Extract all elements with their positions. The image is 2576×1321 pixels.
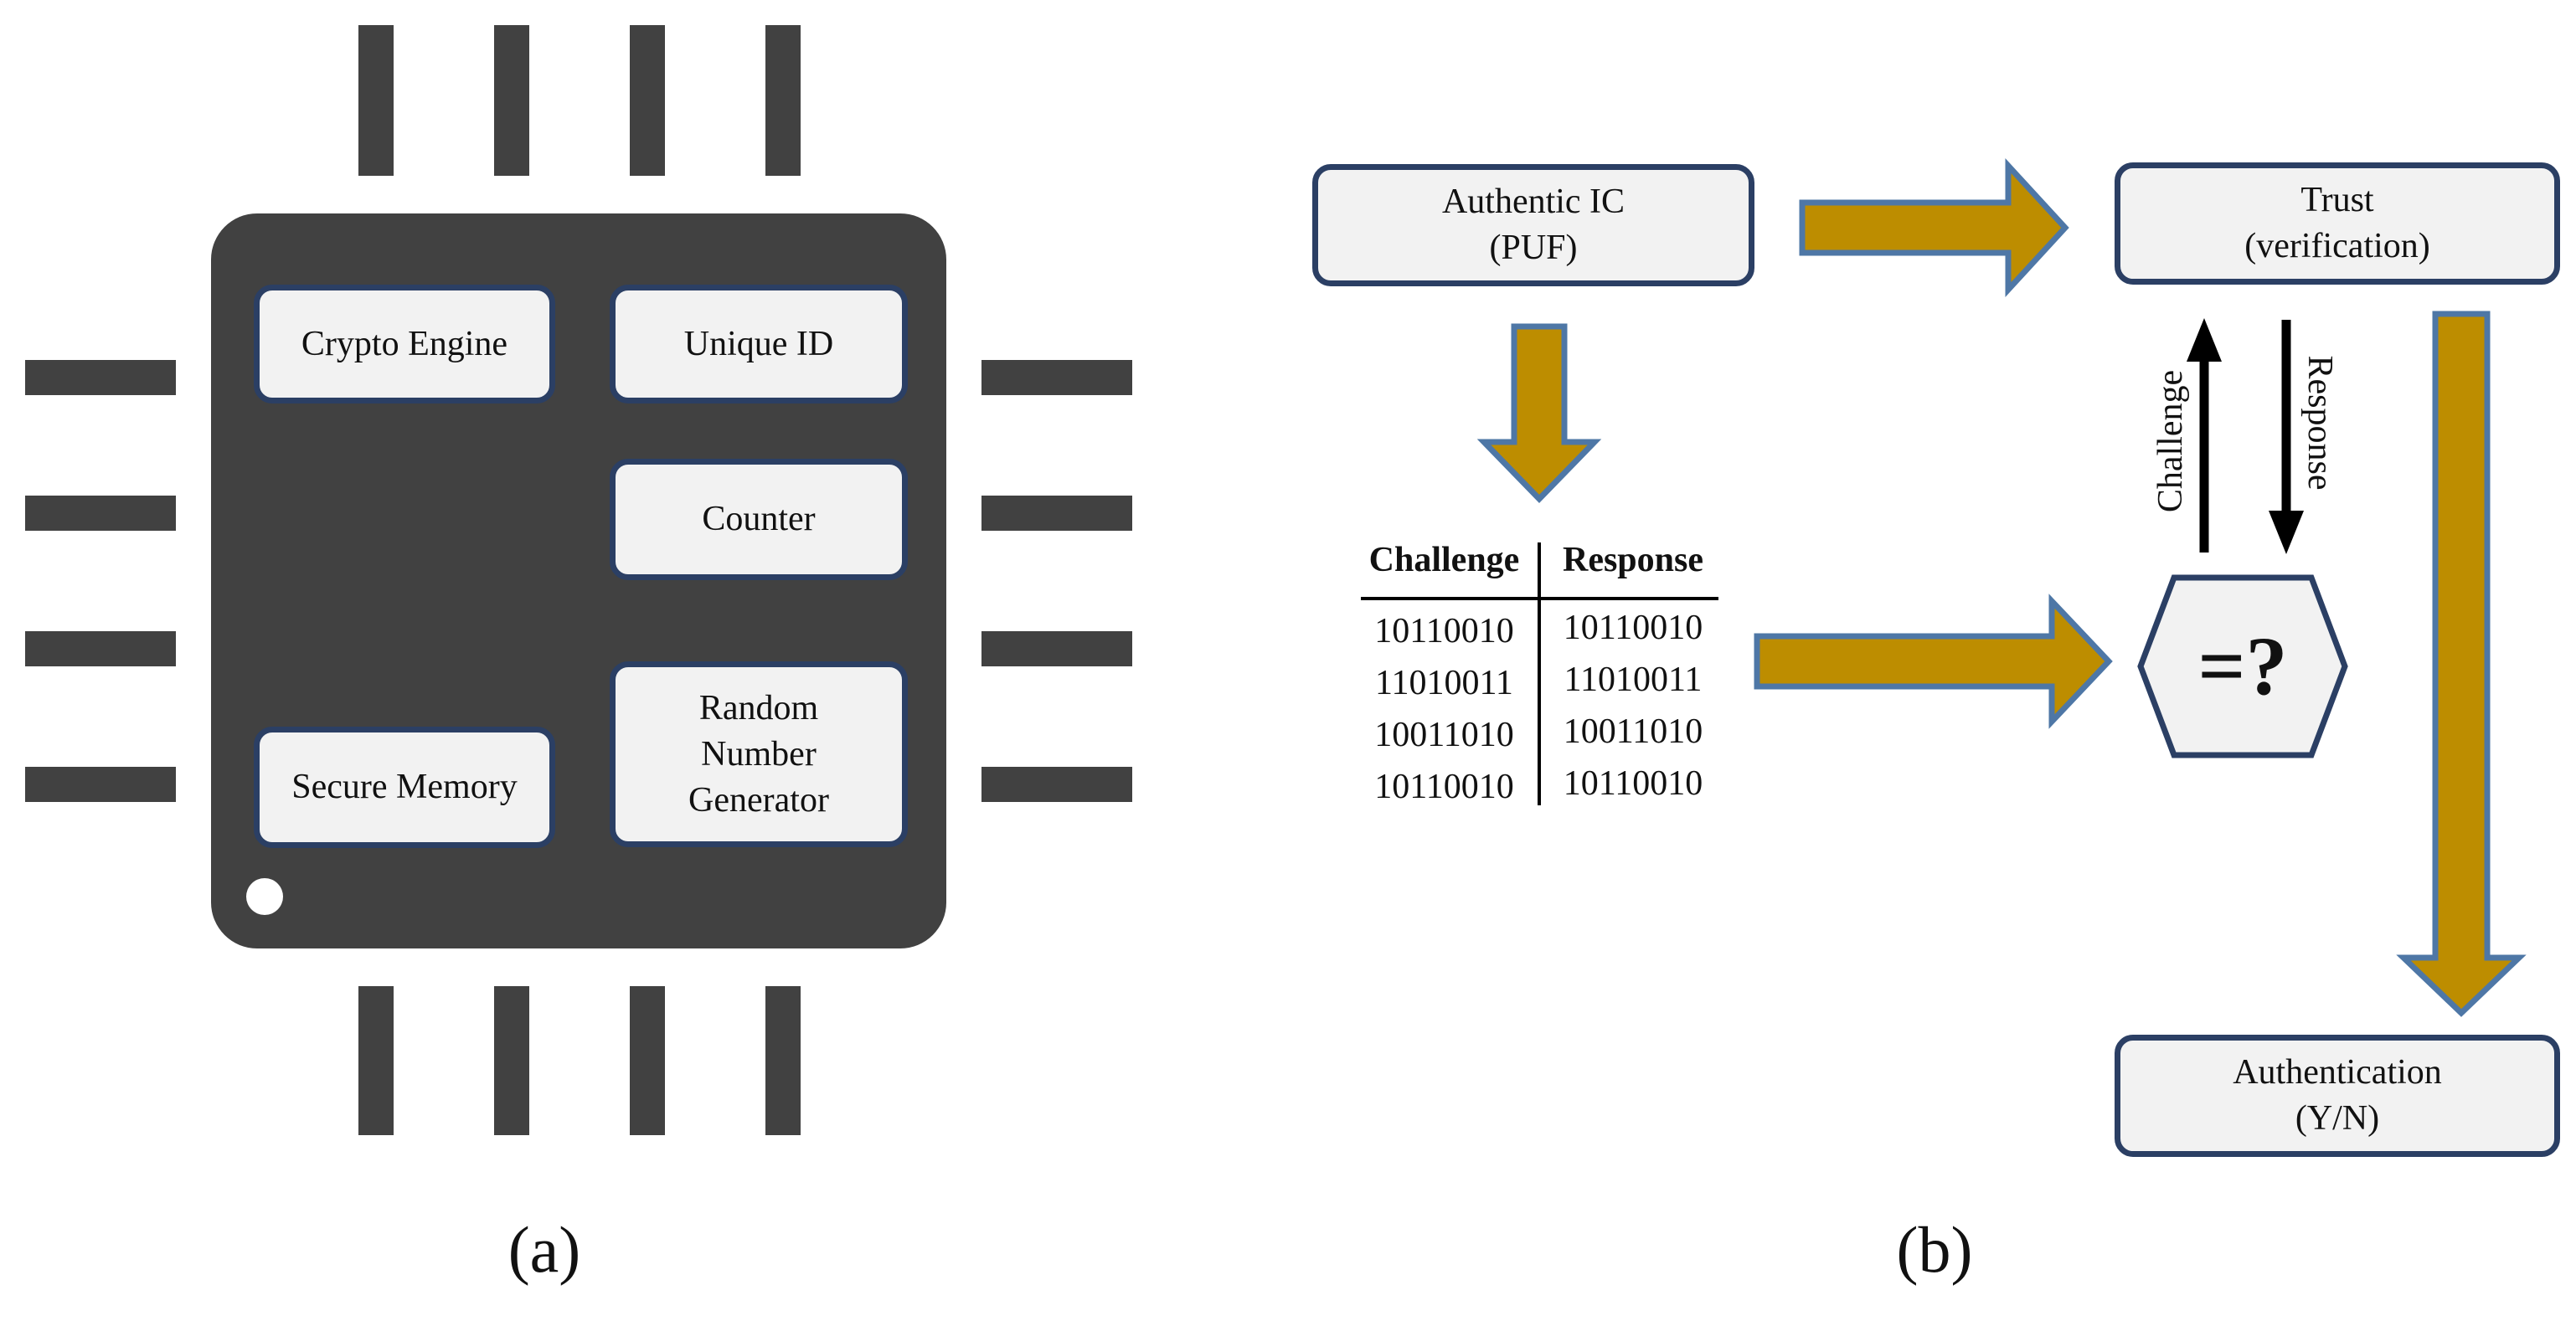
trust-box: Trust (verification) (2115, 162, 2560, 285)
compare-symbol: =? (2197, 619, 2288, 712)
chip-pins-top (358, 25, 801, 176)
crp-table-challenge-cell: 11010011 (1375, 664, 1513, 702)
chip-pins-bottom (358, 986, 801, 1135)
crp-table-header-response: Response (1562, 541, 1704, 579)
crp-table-challenge-cell: 10110010 (1374, 612, 1514, 650)
chip-pins-left (25, 360, 176, 802)
response-arrow-label: Response (2300, 355, 2339, 491)
crp-table-challenge-cell: 10110010 (1374, 768, 1514, 806)
arrow-ic-to-table (1476, 323, 1602, 504)
authentic-ic-line1: Authentic IC (1441, 182, 1625, 221)
rng-label-line3: Generator (688, 780, 829, 820)
crp-table-header-challenge: Challenge (1368, 541, 1520, 579)
response-arrow-head (2269, 511, 2304, 554)
compare-hexagon (2137, 574, 2348, 758)
pin1-marker (246, 878, 283, 915)
authentication-box: Authentication (Y/N) (2115, 1035, 2560, 1157)
challenge-arrow-head (2187, 318, 2222, 362)
authentic-ic-box: Authentic IC (PUF) (1312, 164, 1754, 286)
crypto-engine-label: Crypto Engine (301, 324, 508, 363)
secure-memory-label: Secure Memory (291, 768, 518, 806)
challenge-arrow-label: Challenge (2151, 369, 2190, 513)
arrow-table-to-compare (1754, 594, 2113, 729)
crp-table-response-cell: 11010011 (1564, 660, 1703, 699)
arrow-trust-to-authentication (2396, 311, 2527, 1017)
rng-label-line2: Number (701, 734, 817, 774)
chip-diagram (25, 25, 1132, 1135)
counter-block: Counter (610, 459, 908, 580)
crp-table-response-cell: 10110010 (1563, 764, 1703, 803)
panel-b-label: (b) (1896, 1213, 1973, 1286)
crypto-engine-block: Crypto Engine (254, 285, 555, 403)
crp-table-challenge-cell: 10011010 (1374, 716, 1514, 754)
crp-table-response-cell: 10011010 (1563, 712, 1703, 751)
panel-a-label: (a) (507, 1213, 581, 1286)
secure-memory-block: Secure Memory (254, 727, 555, 848)
crp-table-response-cell: 10110010 (1563, 609, 1703, 647)
authentication-line1: Authentication (2233, 1053, 2442, 1092)
trust-line1: Trust (2300, 181, 2374, 219)
random-number-generator-block: Random Number Generator (610, 661, 908, 847)
unique-id-label: Unique ID (683, 324, 834, 363)
unique-id-block: Unique ID (610, 285, 908, 403)
chip-pins-right (981, 360, 1132, 802)
rng-label-line1: Random (698, 688, 819, 727)
counter-label: Counter (702, 500, 816, 538)
arrow-ic-to-trust (1799, 158, 2069, 297)
trust-line2: (verification) (2244, 227, 2430, 265)
flow-diagram (1361, 158, 2527, 1017)
authentic-ic-line2: (PUF) (1489, 229, 1578, 267)
authentication-line2: (Y/N) (2295, 1099, 2380, 1138)
